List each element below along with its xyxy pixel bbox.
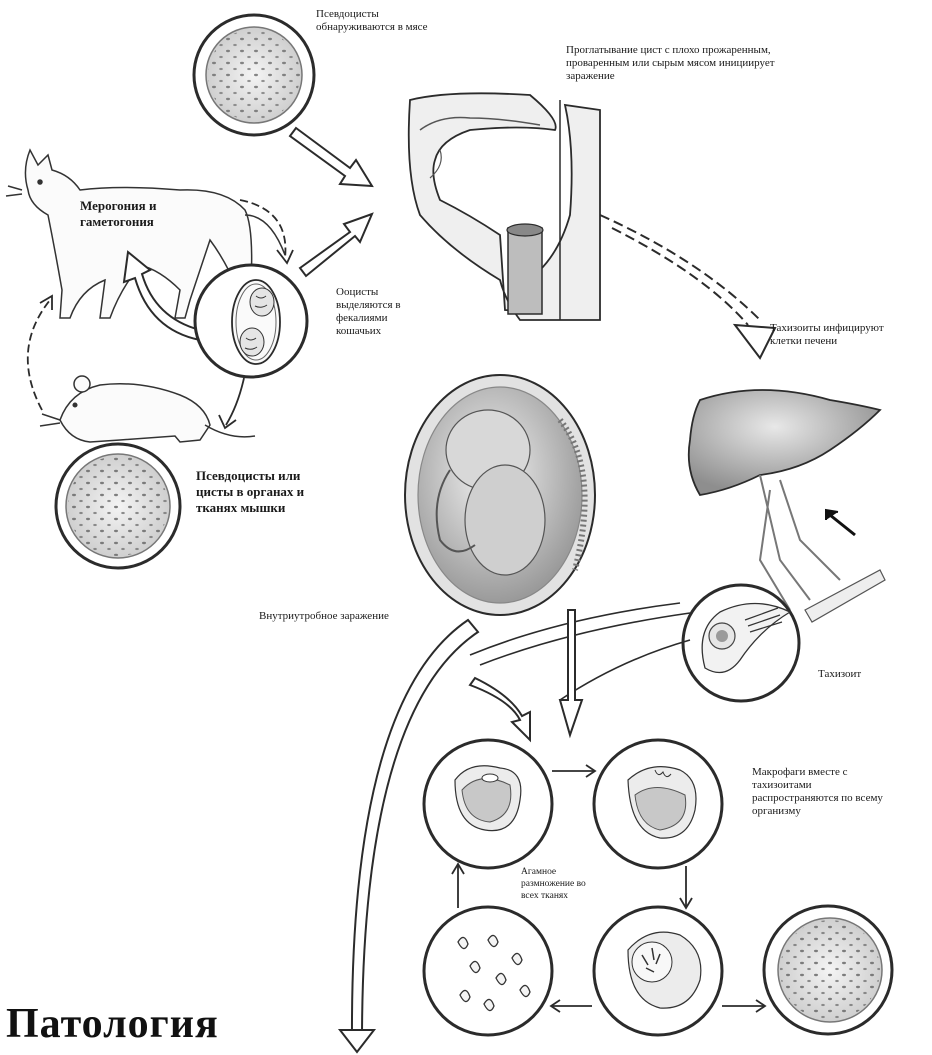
mouse-illustration (40, 376, 255, 442)
label-pseudocysts-mouse: Псевдоцисты или цисты в органах и тканях… (196, 468, 304, 516)
label-tachyzoite: Тахизоит (818, 668, 861, 681)
label-pseudocysts-meat: Псевдоцисты обнаруживаются в мясе (316, 8, 428, 34)
label-asexual: Агамное размножение во всех тканях (521, 866, 586, 902)
arrow-cyst-to-head (290, 128, 372, 186)
liver-illustration (689, 390, 885, 622)
arrow-head-to-liver (600, 215, 775, 358)
label-merogony: Мерогония и гаметогония (80, 198, 156, 230)
macrophage-circle-2 (594, 740, 722, 868)
final-cyst-circle (764, 906, 892, 1034)
label-tachyzoites-liver: Тахизоиты инфицируют клетки печени (770, 322, 884, 348)
arrow-mouse-to-cat (28, 300, 50, 410)
label-oocysts: Ооцисты выделяются в фекалиями кошачьих (336, 286, 401, 338)
tachyzoite-circle (683, 585, 799, 701)
human-head-section (409, 93, 600, 320)
label-ingestion: Проглатывание цист с плохо прожаренным, … (566, 44, 775, 83)
arrows-to-macrophages (470, 610, 582, 740)
macrophage-circle-4 (424, 907, 552, 1035)
oocyst-circle (195, 265, 307, 377)
arrow-oocyst-to-mouse (226, 378, 244, 425)
dissemination-paths (470, 603, 690, 700)
label-macrophages: Макрофаги вместе с тахизоитами распростр… (752, 766, 883, 818)
macrophage-circle-3 (594, 907, 722, 1035)
page-title: Патология (6, 1000, 219, 1048)
meat-cyst-circle (194, 15, 314, 135)
label-intrauterine: Внутриутробное заражение (259, 610, 389, 623)
mouse-tissue-circle (56, 444, 180, 568)
macrophage-circle-1 (424, 740, 552, 868)
arrow-oocyst-to-head (300, 214, 372, 276)
fetus-in-uterus (405, 375, 595, 615)
